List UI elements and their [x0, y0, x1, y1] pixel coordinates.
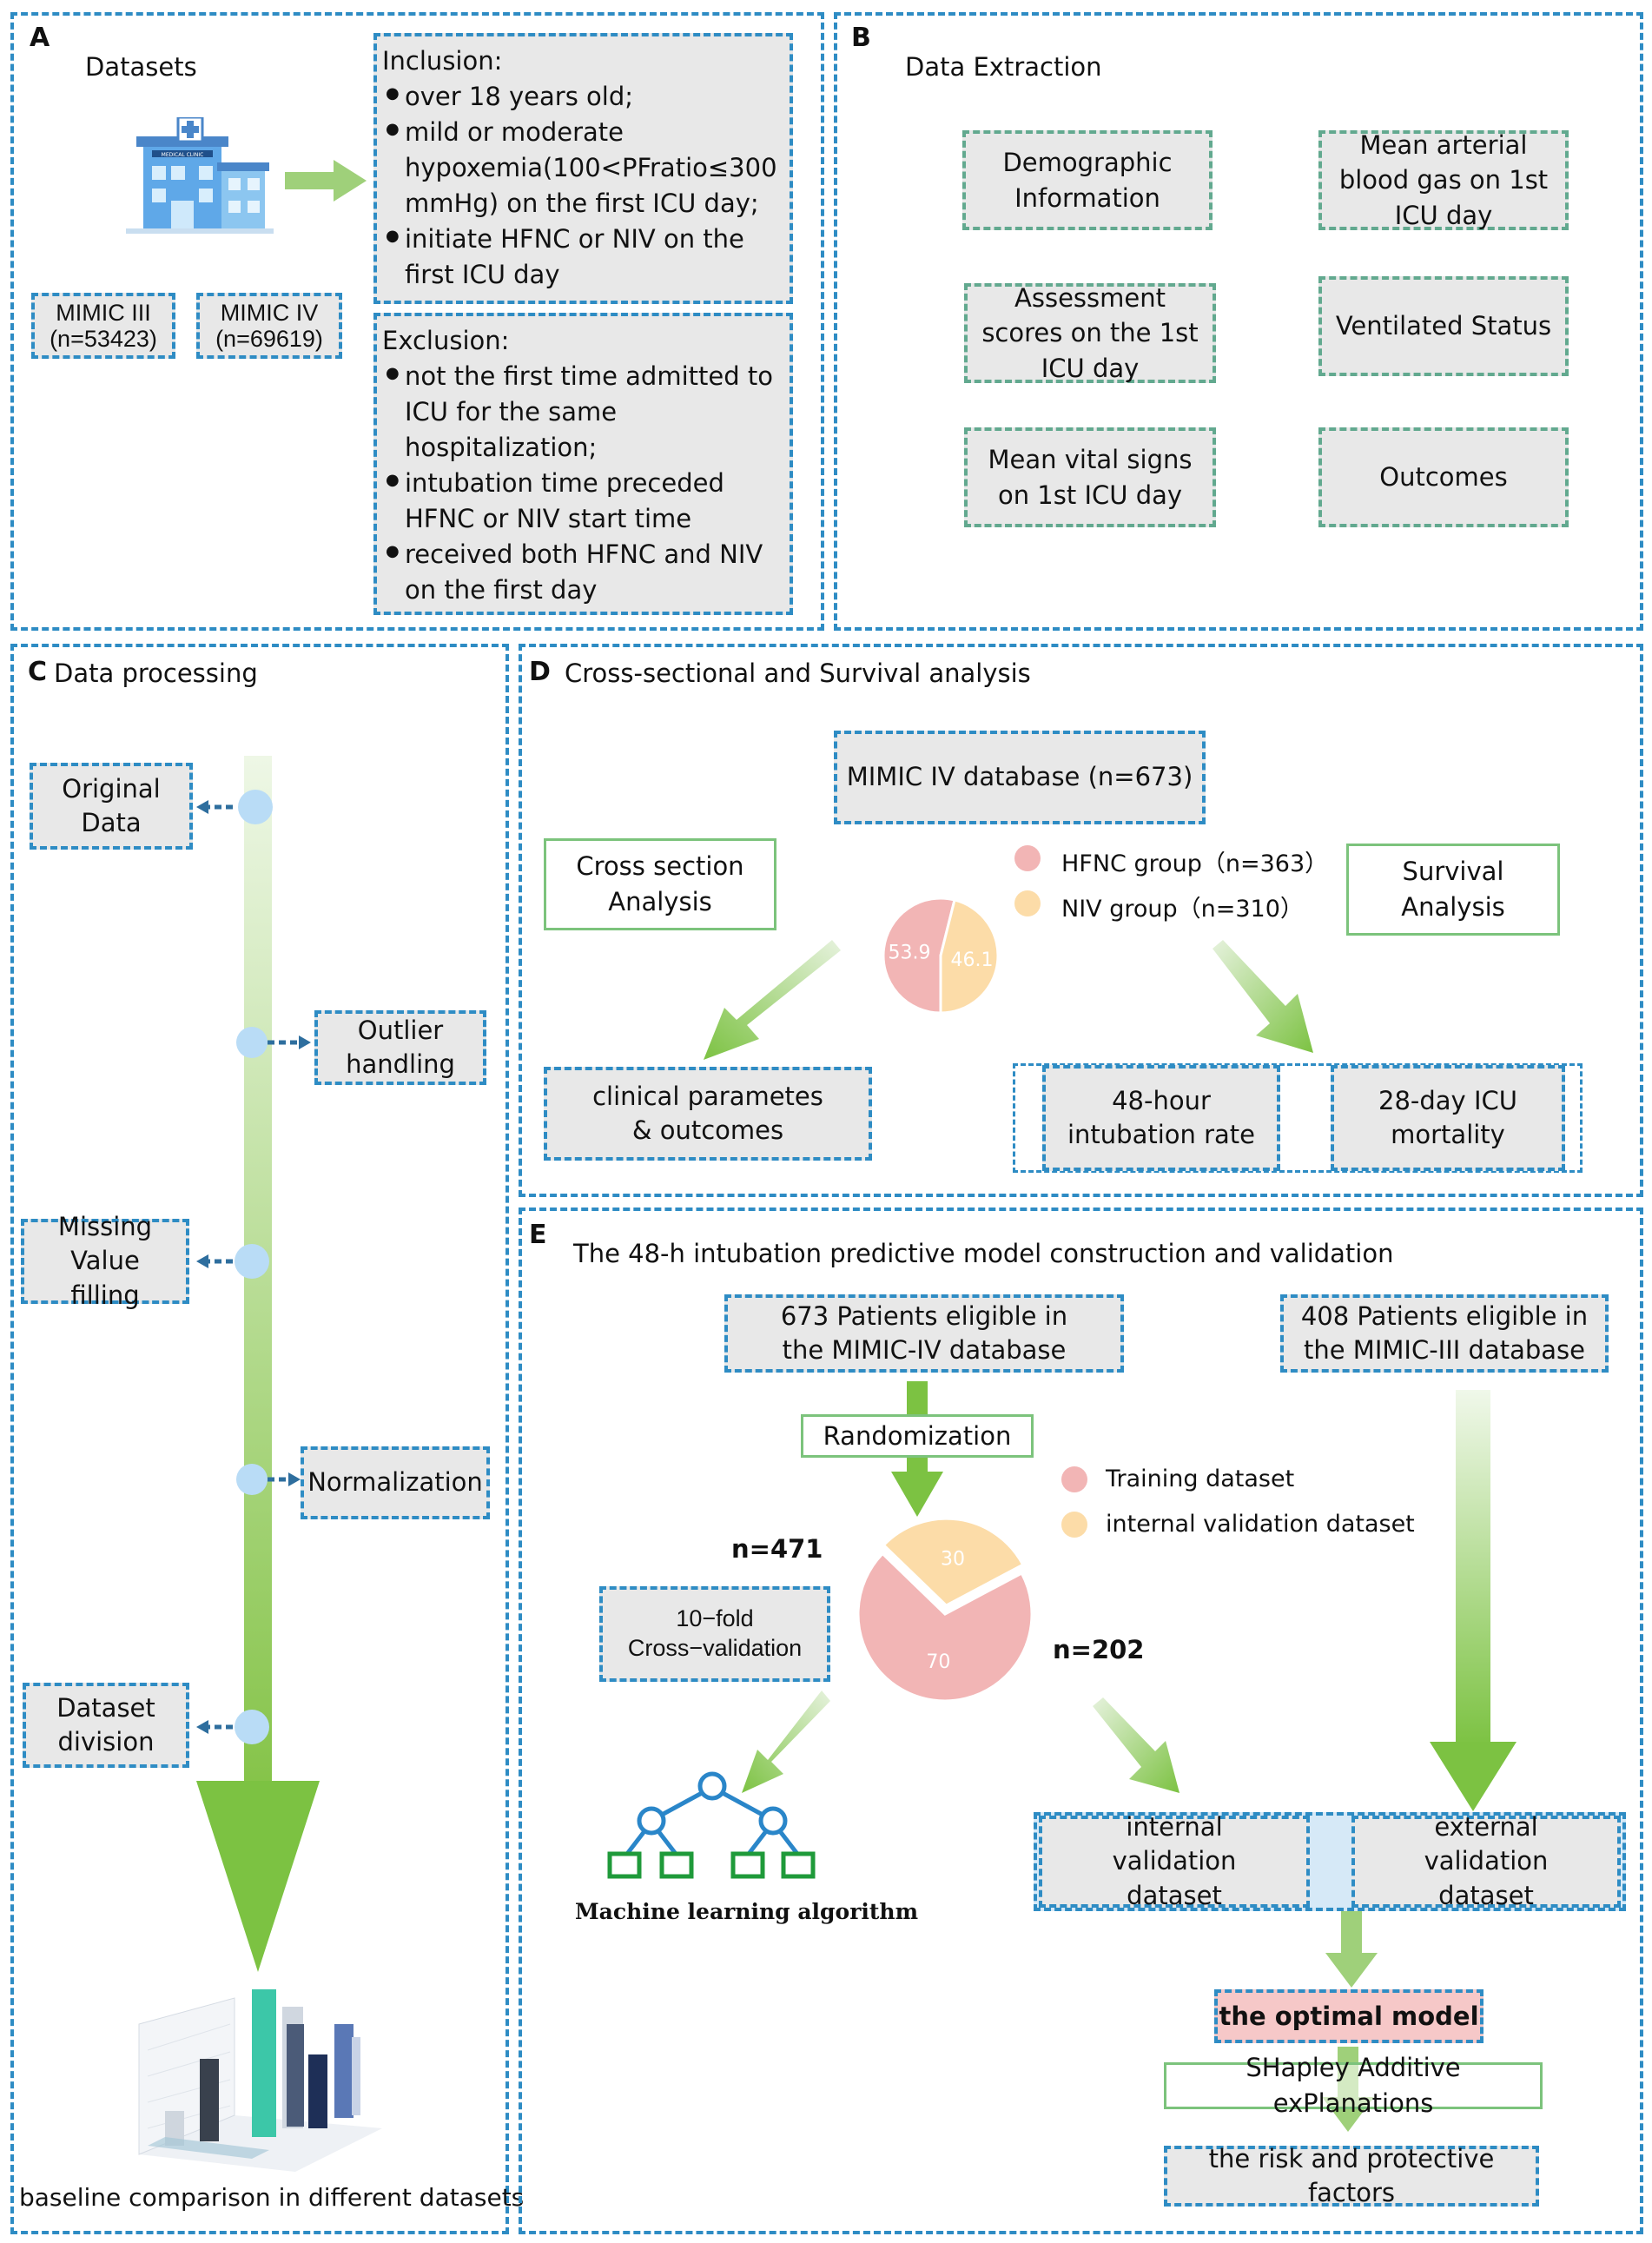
baseline-label: baseline comparison in different dataset… — [19, 2183, 525, 2212]
icu-mortality-box: 28-day ICU mortality — [1331, 1065, 1565, 1171]
step-dot — [236, 1027, 268, 1058]
panel-e — [519, 1208, 1643, 2234]
extraction-box-demographic: Demographic Information — [962, 130, 1213, 230]
decision-tree-icon — [607, 1771, 816, 1879]
mimic4-box: MIMIC IV (n=69619) — [196, 293, 342, 359]
validation-legend-dot — [1061, 1512, 1087, 1538]
mimic4-database-box: MIMIC IV database (n=673) — [834, 731, 1206, 824]
panel-b-label: B — [851, 23, 871, 53]
panel-d-label: D — [529, 657, 551, 687]
risk-factors-box: the risk and protective factors — [1164, 2144, 1539, 2207]
niv-legend-dot — [1014, 890, 1041, 916]
mimic4-n: (n=69619) — [215, 326, 323, 352]
step-dot — [236, 1464, 268, 1495]
pie-slice-label: 53.9 — [888, 942, 930, 963]
cross-section-box: Cross section Analysis — [544, 838, 776, 930]
mimic3-patients-box: 408 Patients eligible in the MIMIC-III d… — [1280, 1294, 1609, 1373]
external-validation-box: external validation dataset — [1351, 1812, 1621, 1910]
hfnc-legend-label: HFNC group（n=363） — [1061, 850, 1329, 877]
pie-slice — [882, 897, 956, 1015]
cross-validation-box: 10−fold Cross−validation — [599, 1586, 830, 1682]
exclusion-title: Exclusion: — [382, 326, 510, 355]
n-train-label: n=471 — [731, 1534, 823, 1564]
step-dot — [238, 790, 273, 824]
hospital-icon: MEDICAL CLINIC — [126, 117, 274, 234]
panel-a-label: A — [30, 23, 50, 53]
hospital-sign: MEDICAL CLINIC — [162, 152, 204, 158]
shap-box: SHapley Additive exPlanations — [1164, 2053, 1543, 2118]
panel-a — [10, 12, 824, 631]
step-dataset-division: Dataset division — [23, 1683, 189, 1768]
inclusion-item: mild or moderate hypoxemia(100<PFratio≤3… — [382, 111, 784, 222]
step-normalization: Normalization — [301, 1446, 490, 1519]
exclusion-item: intubation time preceded HFNC or NIV sta… — [382, 462, 784, 537]
panel-e-title: The 48-h intubation predictive model con… — [573, 1239, 1394, 1268]
training-legend-dot — [1061, 1466, 1087, 1492]
group-pie-chart: 53.9 46.1 — [882, 897, 1000, 1015]
mimic3-box: MIMIC III (n=53423) — [31, 293, 175, 359]
panel-d-title: Cross-sectional and Survival analysis — [565, 658, 1031, 688]
hfnc-legend-dot — [1014, 845, 1041, 871]
step-dot — [235, 1710, 269, 1744]
arrow-down-long-icon — [1430, 1390, 1517, 1811]
baseline-chart-icon — [138, 1989, 382, 2172]
split-pie-chart: 70 30 — [856, 1517, 1034, 1703]
panel-e-label: E — [529, 1220, 547, 1250]
outcome-group-frame — [1013, 1063, 1583, 1173]
arrow-down-right-icon — [1213, 940, 1313, 1053]
inclusion-title: Inclusion: — [382, 46, 503, 76]
mimic3-name: MIMIC III — [56, 300, 151, 326]
training-legend-label: Training dataset — [1106, 1466, 1295, 1492]
pie-slice — [939, 898, 1000, 1015]
extraction-box-ventilated: Ventilated Status — [1318, 276, 1569, 376]
process-timeline — [196, 756, 320, 1972]
n-val-label: n=202 — [1053, 1635, 1145, 1664]
step-original-data: Original Data — [30, 763, 193, 850]
optimal-model-box: the optimal model — [1214, 1989, 1483, 2043]
panel-b — [834, 12, 1643, 631]
arrow-down-right-icon — [1093, 1697, 1180, 1793]
extraction-box-assessment: Assessment scores on the 1st ICU day — [964, 283, 1216, 383]
internal-validation-box: internal validation dataset — [1039, 1812, 1310, 1910]
exclusion-item: received both HFNC and NIV on the first … — [382, 533, 784, 608]
ml-label: Machine learning algorithm — [575, 1899, 919, 1924]
panel-b-title: Data Extraction — [905, 52, 1102, 82]
niv-legend-label: NIV group（n=310） — [1061, 896, 1304, 923]
step-outlier-handling: Outlier handling — [314, 1010, 486, 1085]
pie-slice-label: 30 — [941, 1548, 965, 1570]
mimic4-patients-box: 673 Patients eligible in the MIMIC-IV da… — [724, 1294, 1124, 1373]
exclusion-box: Exclusion: not the first time admitted t… — [373, 313, 793, 615]
inclusion-item: initiate HFNC or NIV on the first ICU da… — [382, 218, 784, 293]
panel-c — [10, 644, 509, 2234]
panel-d — [519, 644, 1643, 1197]
arrow-down-icon — [1325, 1911, 1378, 1988]
panel-c-label: C — [28, 657, 48, 687]
survival-box: Survival Analysis — [1346, 844, 1560, 936]
clinical-parameters-box: clinical parametes & outcomes — [544, 1067, 872, 1161]
arrow-down-left-icon — [704, 940, 841, 1060]
optimal-model-label: the optimal model — [1219, 2001, 1479, 2031]
panel-a-title: Datasets — [85, 52, 197, 82]
mimic4-name: MIMIC IV — [220, 300, 319, 326]
arrow-down-left-icon — [742, 1691, 830, 1793]
inclusion-box: Inclusion: over 18 years old; mild or mo… — [373, 33, 793, 304]
arrow-right-icon — [285, 160, 367, 202]
extraction-box-outcomes: Outcomes — [1318, 427, 1569, 527]
pie-slice — [856, 1552, 1034, 1703]
validation-legend-label: internal validation dataset — [1106, 1511, 1415, 1538]
exclusion-item: not the first time admitted to ICU for t… — [382, 355, 784, 466]
step-missing-value: Missing Value filling — [21, 1212, 189, 1310]
pie-slice-label: 46.1 — [951, 949, 994, 971]
mimic3-n: (n=53423) — [50, 326, 157, 352]
extraction-box-blood-gas: Mean arterial blood gas on 1st ICU day — [1318, 130, 1569, 230]
pie-slice — [882, 1517, 1025, 1607]
extraction-box-vital-signs: Mean vital signs on 1st ICU day — [964, 427, 1216, 527]
pie-slice-label: 70 — [926, 1651, 950, 1673]
randomization-box: Randomization — [801, 1414, 1034, 1458]
intubation-rate-box: 48-hour intubation rate — [1042, 1065, 1280, 1171]
panel-c-title: Data processing — [54, 658, 258, 688]
inclusion-item: over 18 years old; — [382, 76, 784, 115]
step-dot — [235, 1244, 269, 1279]
